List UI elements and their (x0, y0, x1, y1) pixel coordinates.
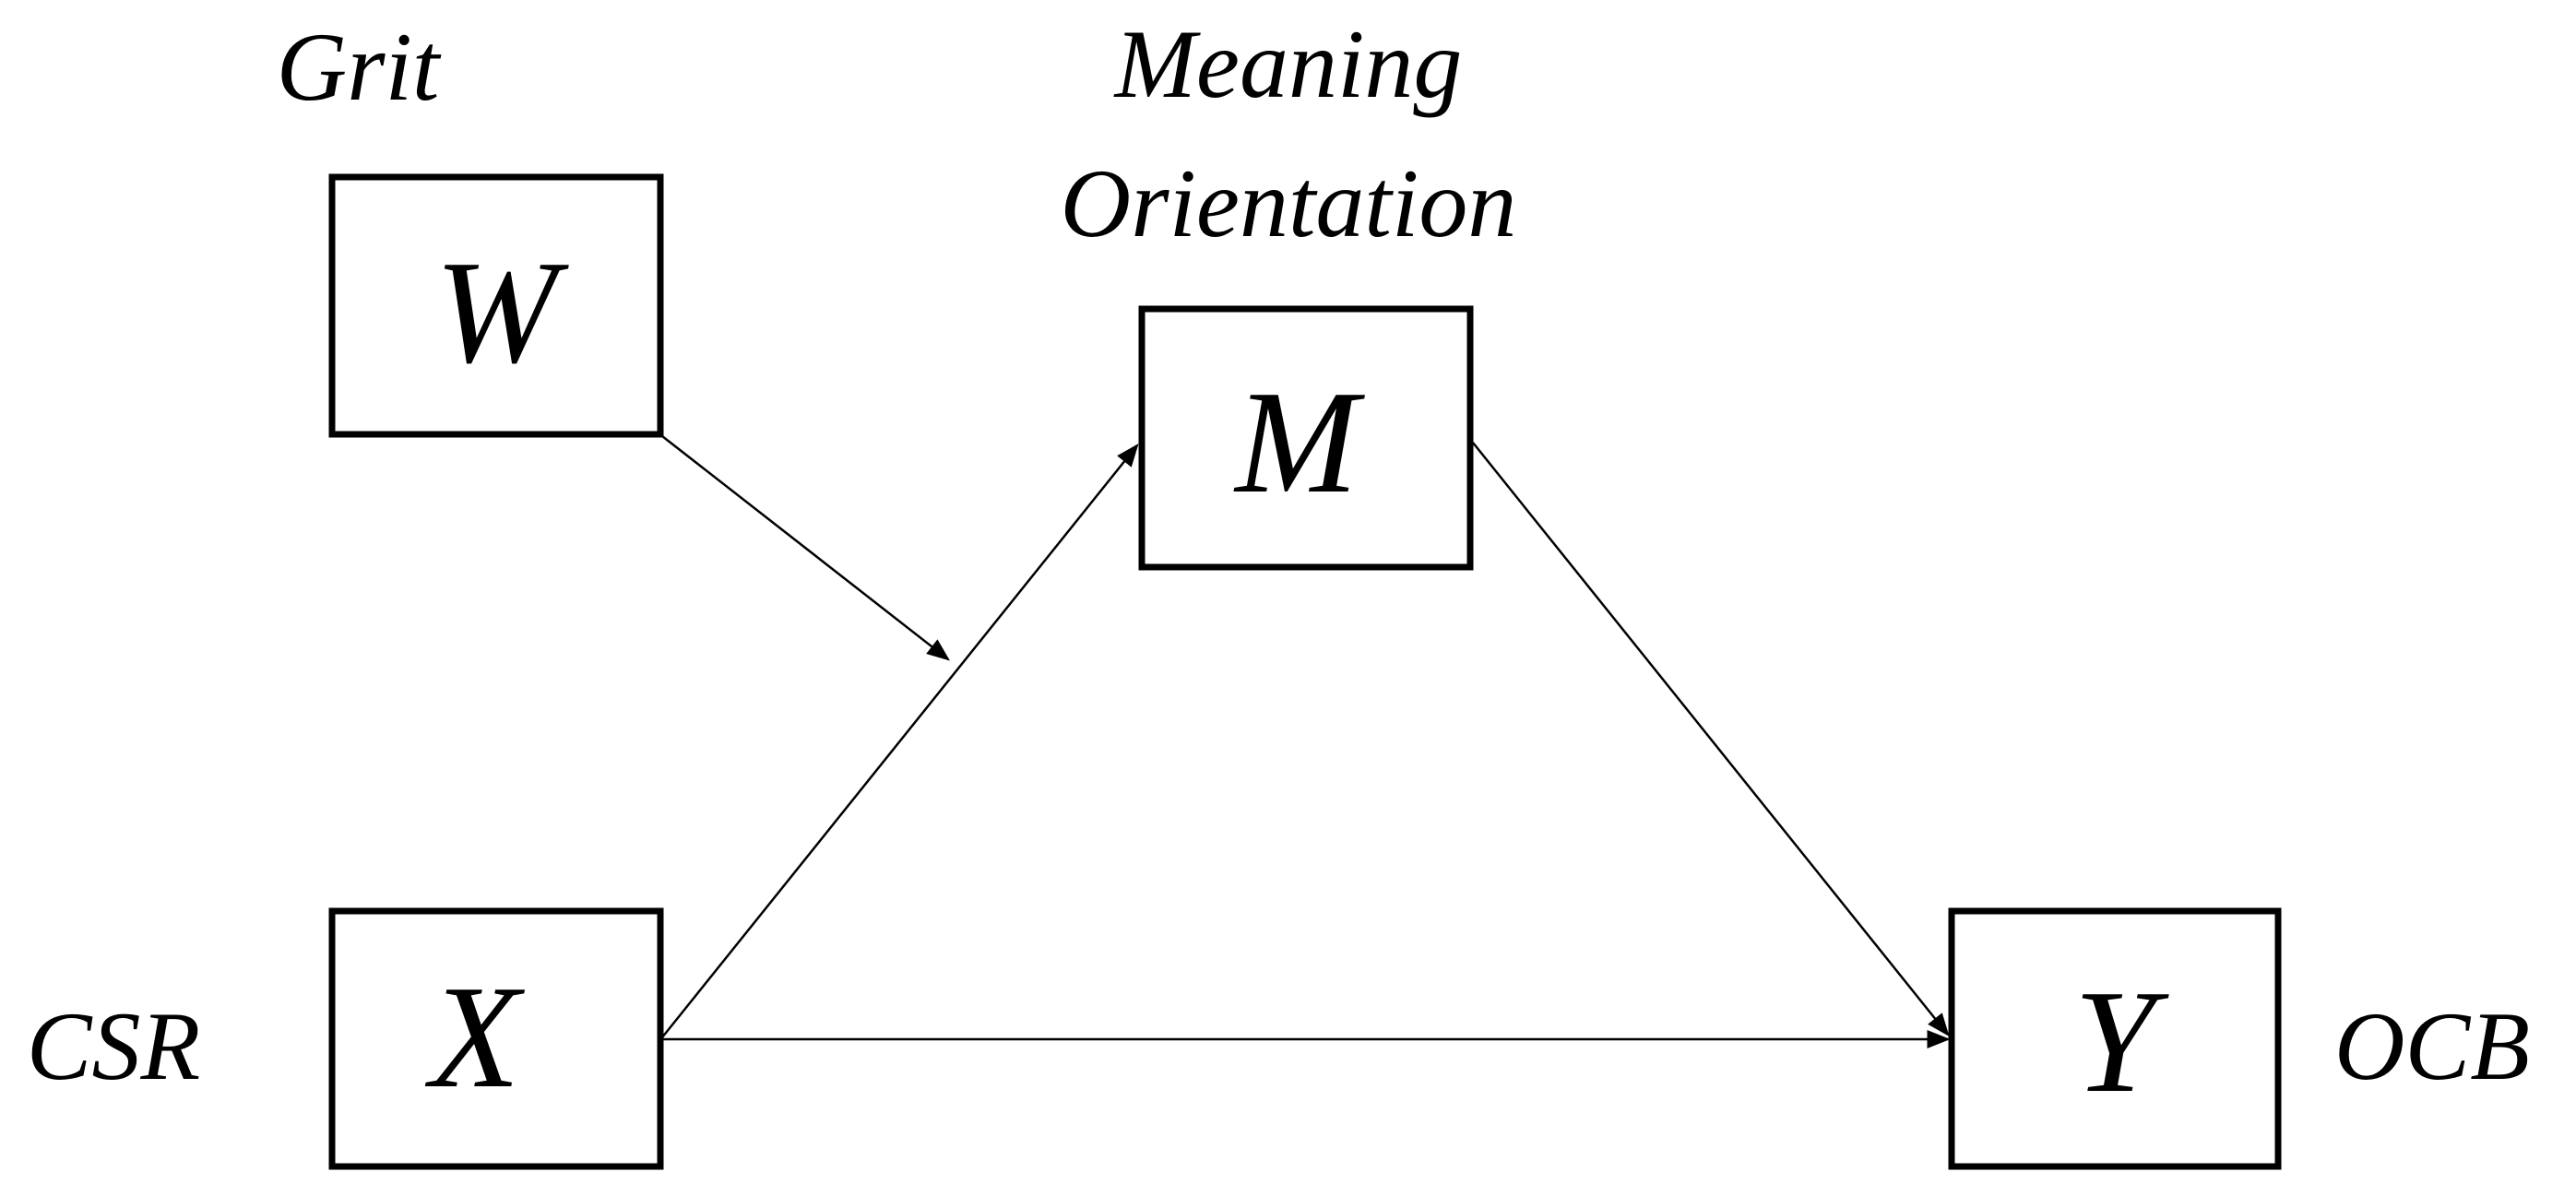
node-w: W Grit (277, 13, 664, 438)
edge-x-to-m (661, 444, 1139, 1038)
node-x-label: CSR (27, 992, 200, 1100)
node-m-letter: M (1233, 360, 1365, 524)
node-w-letter: W (434, 230, 569, 394)
node-m-label-line2: Orientation (1061, 149, 1517, 257)
node-m-label-line1: Meaning (1113, 10, 1463, 118)
node-y-letter: Y (2074, 959, 2170, 1123)
node-x: X CSR (27, 907, 664, 1170)
node-y-label: OCB (2334, 992, 2530, 1100)
node-y-box (1948, 907, 2282, 1170)
node-y: Y OCB (1948, 907, 2530, 1170)
node-w-box (328, 173, 664, 438)
node-x-box (328, 907, 664, 1170)
edge-w-to-xm-path (661, 435, 950, 661)
node-w-label: Grit (277, 13, 442, 121)
edge-m-to-y (1472, 442, 1950, 1036)
node-x-letter: X (424, 954, 525, 1119)
node-m: M Meaning Orientation (1061, 10, 1517, 571)
node-m-box (1138, 305, 1474, 571)
